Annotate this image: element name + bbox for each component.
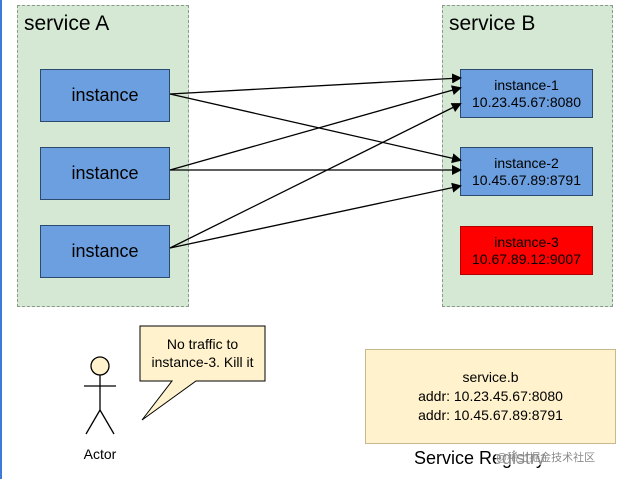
service-b-instance-1[interactable]: instance-1 10.23.45.67:8080 [460, 69, 593, 118]
instance-address: 10.67.89.12:9007 [472, 250, 581, 267]
call-arrow [169, 73, 462, 95]
service-a-instance-label: instance [71, 163, 139, 183]
instance-address: 10.23.45.67:8080 [472, 93, 581, 110]
actor-icon [84, 356, 116, 435]
call-arrow [169, 103, 462, 249]
call-arrow [169, 182, 462, 249]
actor-label: Actor [83, 446, 117, 462]
left-edge-stripe [0, 0, 2, 479]
service-a-instance-3[interactable]: instance [40, 225, 170, 278]
service-b-instance-2[interactable]: instance-2 10.45.67.89:8791 [460, 147, 593, 196]
instance-name: instance-1 [494, 76, 559, 93]
instance-name: instance-3 [494, 233, 559, 250]
instance-address: 10.45.67.89:8791 [472, 171, 581, 188]
registry-entry: addr: 10.45.67.89:8791 [418, 407, 563, 423]
watermark: @稀土掘金技术社区 [496, 449, 596, 465]
instance-name: instance-2 [494, 154, 559, 171]
service-a-title: service A [24, 12, 110, 35]
service-a-instance-label: instance [71, 85, 139, 105]
call-arrow [169, 85, 462, 171]
service-a-instance-1[interactable]: instance [40, 69, 170, 122]
service-b-instance-3[interactable]: instance-3 10.67.89.12:9007 [460, 226, 593, 275]
speech-bubble-text: No traffic to instance-3. Kill it [151, 336, 254, 370]
service-registry-note: service.b addr: 10.23.45.67:8080 addr: 1… [365, 349, 616, 444]
service-b-title: service B [449, 12, 536, 35]
registry-service-name: service.b [462, 369, 519, 385]
registry-entry: addr: 10.23.45.67:8080 [418, 388, 563, 404]
service-a-instance-label: instance [71, 241, 139, 261]
speech-bubble [139, 325, 266, 421]
service-a-instance-2[interactable]: instance [40, 147, 170, 200]
call-arrow [169, 93, 462, 164]
